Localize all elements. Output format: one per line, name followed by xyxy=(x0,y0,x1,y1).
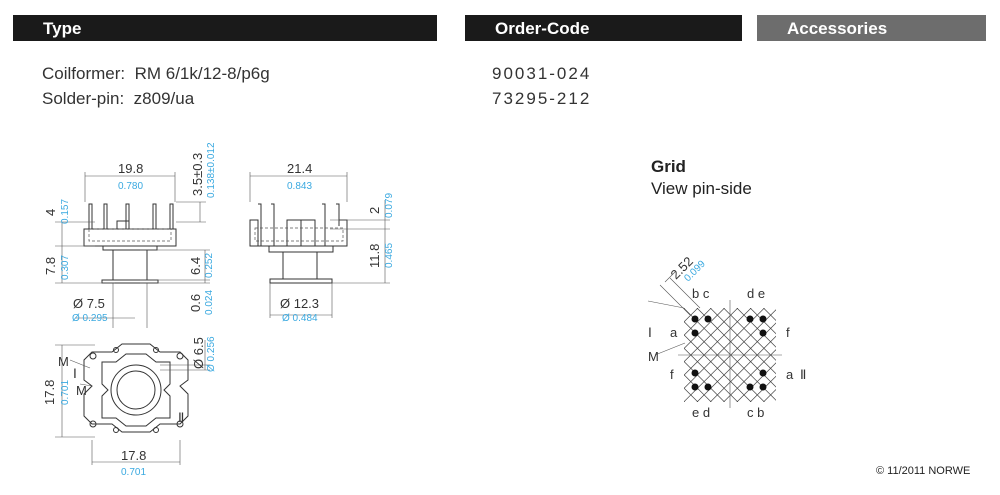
w178-dim: 17.8 xyxy=(121,448,146,463)
grid-hatch-line xyxy=(684,308,685,310)
grid-hatch-line xyxy=(803,308,897,402)
pin-grid xyxy=(564,271,897,408)
coilformer-row: Coilformer: RM 6/1k/12-8/p6g xyxy=(42,64,270,84)
h64-inch: 0.252 xyxy=(204,253,215,278)
marker-m2: M xyxy=(76,383,87,398)
pin-dot xyxy=(759,315,767,323)
front-width-inch: 0.780 xyxy=(118,181,143,192)
h06-dim: 0.6 xyxy=(188,294,203,312)
d65-inch: Ø 0.256 xyxy=(206,336,217,372)
pin-label-left-upper: a xyxy=(670,325,678,340)
grid-hatch-line xyxy=(777,308,871,402)
pin-height-inch: 0.138±0.012 xyxy=(206,142,217,198)
grid-roman-1: Ⅰ xyxy=(648,325,652,340)
pin-label-left-lower: f xyxy=(670,367,674,382)
solder-pin-row: Solder-pin: z809/ua xyxy=(42,89,194,109)
side-width-dim: 21.4 xyxy=(287,161,312,176)
pin-label-bottom-left: e d xyxy=(692,405,710,420)
d75-inch: Ø 0.295 xyxy=(72,313,108,324)
pin-label-top-right: d e xyxy=(747,286,765,301)
grid-hatch-line xyxy=(736,308,776,348)
pin-dot xyxy=(746,383,754,391)
h78-inch: 0.307 xyxy=(60,255,71,280)
pin-dot xyxy=(704,315,712,323)
pin-dot xyxy=(759,369,767,377)
roman-1-label: Ⅰ xyxy=(73,366,77,381)
grid-hatch-line xyxy=(790,308,884,402)
pin-dot xyxy=(759,383,767,391)
pin-dot xyxy=(759,329,767,337)
front-view-drawing xyxy=(55,172,210,328)
copyright: © 11/2011 NORWE xyxy=(876,465,971,477)
side-width-inch: 0.843 xyxy=(287,181,312,192)
pin-label-right-upper: f xyxy=(786,325,790,340)
pin-label-right-lower: a xyxy=(786,367,794,382)
h178-dim: 17.8 xyxy=(42,380,57,405)
roman-2-label: Ⅱ xyxy=(178,410,184,425)
h78-dim: 7.8 xyxy=(43,257,58,275)
grid-subtitle: View pin-side xyxy=(651,179,752,198)
grid-hatch-line xyxy=(777,308,871,402)
grid-hatch-line xyxy=(684,400,685,402)
bottom-view-drawing xyxy=(55,340,210,465)
d65-dim: Ø 6.5 xyxy=(191,337,206,369)
side-view-drawing xyxy=(249,172,390,318)
accessories-header: Accessories xyxy=(757,15,986,41)
grid-hatch-line xyxy=(564,308,658,402)
grid-hatch-line xyxy=(564,308,658,402)
order-code-header: Order-Code xyxy=(465,15,742,41)
solder-pin-label: Solder-pin: xyxy=(42,89,125,108)
d123-dim: Ø 12.3 xyxy=(280,296,319,311)
coilformer-order-code: 90031-024 xyxy=(492,64,592,83)
grid-title: Grid xyxy=(651,157,686,176)
grid-hatch-line xyxy=(684,308,712,336)
coilformer-value: RM 6/1k/12-8/p6g xyxy=(134,64,270,83)
front-width-dim: 19.8 xyxy=(118,161,143,176)
grid-marker-m: M xyxy=(648,349,659,364)
pin-dot xyxy=(691,329,699,337)
pin-dot xyxy=(691,383,699,391)
grid-hatch-line xyxy=(684,308,725,349)
marker-m1: M xyxy=(58,354,69,369)
grid-hatch-line xyxy=(803,308,897,402)
grid-hatch-line xyxy=(749,308,776,335)
h4-dim: 4 xyxy=(43,209,58,216)
pin-dot xyxy=(691,315,699,323)
d75-dim: Ø 7.5 xyxy=(73,296,105,311)
h118-inch: 0.465 xyxy=(384,243,395,268)
w178-inch: 0.701 xyxy=(121,467,146,478)
h4-inch: 0.157 xyxy=(60,199,71,224)
pin-label-top-left: b c xyxy=(692,286,710,301)
grid-hatch-line xyxy=(790,308,884,402)
h118-dim: 11.8 xyxy=(367,244,382,268)
pin-dot xyxy=(746,315,754,323)
h06-inch: 0.024 xyxy=(204,290,215,315)
pin-height-dim: 3.5±0.3 xyxy=(190,153,205,196)
d123-inch: Ø 0.484 xyxy=(282,313,318,324)
pin-label-bottom-right: c b xyxy=(747,405,764,420)
solder-pin-value: z809/ua xyxy=(133,89,195,108)
h2-dim: 2 xyxy=(367,207,382,214)
pin-dot xyxy=(691,369,699,377)
type-header: Type xyxy=(13,15,437,41)
coilformer-label: Coilformer: xyxy=(42,64,126,83)
pin-dot xyxy=(704,383,712,391)
solder-pin-order-code: 73295-212 xyxy=(492,89,592,108)
grid-roman-2: Ⅱ xyxy=(800,367,806,382)
h64-dim: 6.4 xyxy=(188,257,203,275)
h178-inch: 0.701 xyxy=(60,380,71,405)
h2-inch: 0.079 xyxy=(384,193,395,218)
